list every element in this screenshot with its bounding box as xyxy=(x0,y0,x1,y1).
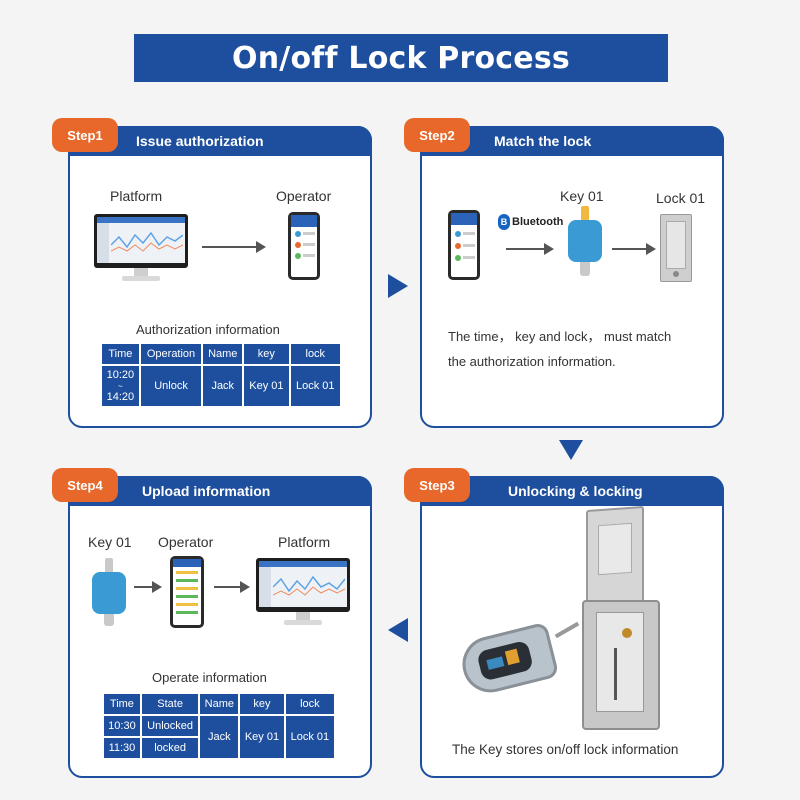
bluetooth-icon: B xyxy=(498,214,510,230)
table-header: key xyxy=(242,342,291,366)
step4-header: Upload information xyxy=(70,476,372,506)
table-header: key xyxy=(238,692,286,716)
table-cell-lock: Lock 01 xyxy=(288,364,343,408)
bluetooth-label: Bluetooth xyxy=(512,216,564,228)
step2-key-label: Key 01 xyxy=(560,188,604,204)
arrow-icon xyxy=(506,243,554,255)
lock-icon xyxy=(660,214,692,282)
table-cell-time: 10:30 xyxy=(102,714,142,738)
flow-arrow-left-icon xyxy=(388,618,408,642)
flow-arrow-right-icon xyxy=(388,274,408,298)
open-lock-illustration xyxy=(576,505,676,738)
step3-badge: Step3 xyxy=(404,468,470,502)
step4-platform-label: Platform xyxy=(278,534,331,550)
step2-panel: Match the lock Key 01 Lock 01 B Bluetoot… xyxy=(420,126,724,428)
step2-header: Match the lock xyxy=(422,126,724,156)
table-header: Operation xyxy=(138,342,204,366)
time-end: 14:20 xyxy=(106,390,135,403)
table-cell-lock: Lock 01 xyxy=(283,714,337,760)
table-header: Name xyxy=(201,342,245,366)
step4-panel: Upload information Key 01 Operator Platf… xyxy=(68,476,372,778)
step4-table-caption: Operate information xyxy=(152,670,267,685)
step1-platform-label: Platform xyxy=(110,188,163,204)
step1-heading: Issue authorization xyxy=(136,133,264,149)
step1-badge: Step1 xyxy=(52,118,118,152)
table-cell-time: 11:30 xyxy=(102,736,142,760)
arrow-icon xyxy=(202,241,266,253)
note-line: the authorization information. xyxy=(448,354,616,369)
monitor-icon xyxy=(256,558,350,626)
table-cell-name: Jack xyxy=(201,364,245,408)
step2-badge: Step2 xyxy=(404,118,470,152)
step3-heading: Unlocking & locking xyxy=(508,483,643,499)
step3-caption: The Key stores on/off lock information xyxy=(452,742,679,757)
key-fob-icon xyxy=(568,206,602,280)
step2-note: The time， key and lock， must match the a… xyxy=(448,324,671,374)
key-fob-icon xyxy=(92,558,126,632)
arrow-icon xyxy=(214,581,250,593)
table-cell-name: Jack xyxy=(198,714,241,760)
step1-header: Issue authorization xyxy=(70,126,372,156)
table-cell-state: Unlocked xyxy=(139,714,201,738)
monitor-icon xyxy=(94,214,188,282)
arrow-icon xyxy=(612,243,656,255)
chart-graphic xyxy=(111,231,183,252)
table-row: 10:30 Unlocked Jack Key 01 Lock 01 xyxy=(102,714,337,760)
step1-table-caption: Authorization information xyxy=(136,322,280,337)
table-header: lock xyxy=(288,342,343,366)
table-header: lock xyxy=(283,692,337,716)
table-header: State xyxy=(139,692,201,716)
phone-icon xyxy=(448,210,480,280)
table-cell-time: 10:20 ~ 14:20 xyxy=(100,364,141,408)
phone-icon xyxy=(170,556,204,628)
note-line: The time， key and lock， must match xyxy=(448,329,672,344)
step4-heading: Upload information xyxy=(142,483,271,499)
table-cell-operation: Unlock xyxy=(138,364,204,408)
table-cell-key: Key 01 xyxy=(238,714,286,760)
arrow-icon xyxy=(134,581,162,593)
table-row: 11:30 locked xyxy=(102,736,335,760)
step3-header: Unlocking & locking xyxy=(422,476,724,506)
step1-operator-label: Operator xyxy=(276,188,332,204)
table-cell-key: Key 01 xyxy=(242,364,291,408)
table-header: Name xyxy=(198,692,241,716)
table-cell-state: locked xyxy=(139,736,201,760)
step1-panel: Issue authorization Platform Operator xyxy=(68,126,372,428)
flow-arrow-down-icon xyxy=(559,440,583,460)
step2-heading: Match the lock xyxy=(494,133,592,149)
operate-table: Time State Name key lock 10:30 Unlocked … xyxy=(102,692,337,760)
phone-icon xyxy=(288,212,320,280)
step4-key-label: Key 01 xyxy=(88,534,132,550)
table-header: Time xyxy=(102,692,142,716)
step3-panel: Unlocking & locking The Key store xyxy=(420,476,724,778)
time-separator: ~ xyxy=(118,381,123,391)
table-header: Time xyxy=(100,342,141,366)
bluetooth-badge: B Bluetooth xyxy=(498,214,563,230)
chart-graphic xyxy=(273,575,345,596)
time-start: 10:20 xyxy=(106,368,135,381)
authorization-table: Time Operation Name key lock 10:20 ~ 14:… xyxy=(100,342,343,408)
step4-badge: Step4 xyxy=(52,468,118,502)
step2-lock-label: Lock 01 xyxy=(656,190,706,206)
page-title: On/off Lock Process xyxy=(134,34,668,82)
step4-operator-label: Operator xyxy=(158,534,214,550)
key-fob-icon xyxy=(456,621,582,699)
